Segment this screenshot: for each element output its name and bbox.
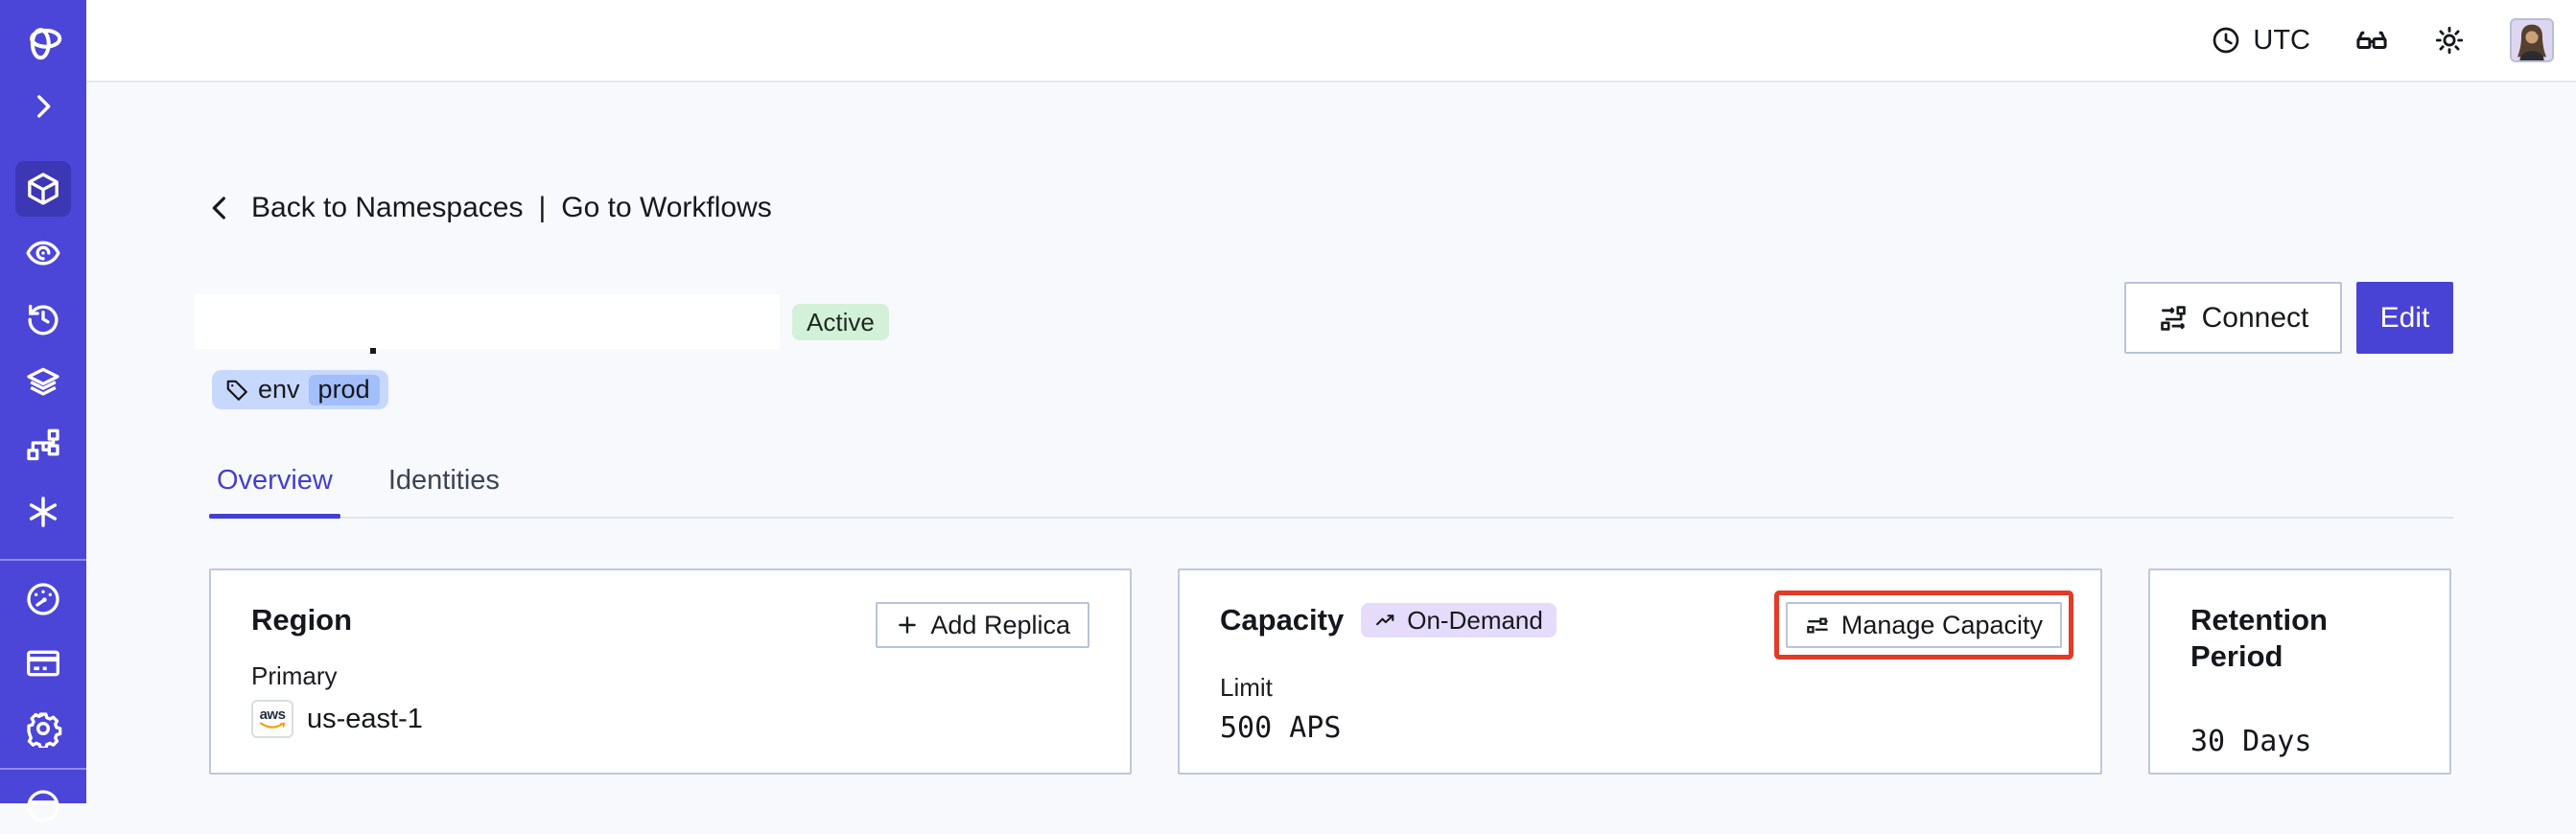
- settings-gear-icon: [24, 709, 62, 748]
- redaction-artifact-dot: [370, 348, 376, 354]
- chevron-right-icon: [27, 90, 59, 123]
- back-label: Back to Namespaces: [251, 192, 524, 223]
- sidebar-item-batch[interactable]: [15, 417, 71, 473]
- temporal-logo-icon: [21, 19, 65, 63]
- on-demand-badge: On-Demand: [1361, 603, 1557, 637]
- action-highlight-box: Manage Capacity: [1773, 591, 2073, 660]
- back-to-namespaces-link[interactable]: Back to Namespaces: [205, 192, 523, 224]
- tag-value: prod: [308, 374, 380, 405]
- tag-icon: [224, 378, 249, 403]
- clock-icon: [2211, 25, 2241, 56]
- sidebar: [0, 0, 86, 822]
- sidebar-divider: [0, 559, 86, 561]
- timezone-label: UTC: [2253, 24, 2310, 56]
- tabs: Overview Identities: [209, 459, 2453, 519]
- tab-identities[interactable]: Identities: [387, 465, 500, 496]
- capacity-card-title: Capacity: [1220, 603, 1345, 637]
- breadcrumb: Back to Namespaces | Go to Workflows: [205, 192, 772, 224]
- namespace-name-redacted: [195, 294, 780, 349]
- circle-icon: [24, 787, 62, 825]
- go-to-workflows-link[interactable]: Go to Workflows: [561, 192, 772, 224]
- sidebar-item-logo[interactable]: [15, 13, 71, 69]
- sidebar-item-namespaces[interactable]: [15, 161, 71, 217]
- back-chevron-icon: [205, 193, 236, 223]
- nexus-asterisk-icon: [24, 493, 62, 531]
- sidebar-item-settings[interactable]: [15, 701, 71, 756]
- retention-card-title: Retention Period: [2190, 603, 2328, 673]
- workflows-label: Go to Workflows: [561, 192, 772, 223]
- theme-toggle-button[interactable]: [2433, 24, 2466, 57]
- connect-flow-icon: [2158, 303, 2189, 334]
- manage-capacity-button[interactable]: Manage Capacity: [1785, 602, 2062, 648]
- namespaces-cube-icon: [24, 170, 62, 208]
- usage-gauge-icon: [24, 580, 62, 618]
- glasses-icon: [2354, 23, 2389, 58]
- avatar[interactable]: [2510, 18, 2554, 62]
- sidebar-item-workflows[interactable]: [15, 225, 71, 281]
- region-card: Region Add Replica Primary aws: [209, 568, 1132, 775]
- sidebar-item-deployments[interactable]: [15, 355, 71, 410]
- edit-button[interactable]: Edit: [2356, 282, 2453, 354]
- namespace-tag: env prod: [212, 370, 388, 409]
- schedules-history-icon: [24, 299, 62, 337]
- sidebar-item-schedules[interactable]: [15, 290, 71, 346]
- sidebar-item-nexus[interactable]: [15, 484, 71, 540]
- sidebar-item-bottom[interactable]: [15, 778, 71, 834]
- status-badge: Active: [792, 304, 889, 340]
- billing-card-icon: [24, 644, 62, 683]
- retention-value: 30 Days: [2190, 725, 2312, 758]
- capacity-value: 500 APS: [1220, 711, 1342, 745]
- sidebar-item-expand[interactable]: [15, 79, 71, 134]
- sidebar-divider: [0, 768, 86, 770]
- feedback-button[interactable]: [2354, 23, 2389, 58]
- top-bar: UTC: [86, 0, 2576, 82]
- sliders-icon: [1805, 613, 1831, 638]
- on-demand-label: On-Demand: [1407, 605, 1543, 635]
- manage-capacity-label: Manage Capacity: [1840, 610, 2043, 639]
- cards-row: Region Add Replica Primary aws: [209, 568, 2451, 775]
- sidebar-item-usage[interactable]: [15, 571, 71, 627]
- connect-label: Connect: [2201, 301, 2309, 334]
- limit-label: Limit: [1220, 673, 1273, 702]
- edit-label: Edit: [2379, 301, 2430, 334]
- breadcrumb-separator: |: [538, 192, 547, 223]
- sun-icon: [2433, 24, 2466, 57]
- tab-overview[interactable]: Overview: [209, 459, 340, 519]
- add-replica-button[interactable]: Add Replica: [876, 602, 1089, 648]
- workflows-eye-icon: [24, 234, 62, 272]
- region-value: us-east-1: [307, 703, 423, 734]
- add-replica-label: Add Replica: [930, 610, 1070, 639]
- batch-branch-icon: [24, 426, 62, 464]
- deployments-layers-icon: [24, 363, 62, 402]
- connect-button[interactable]: Connect: [2124, 282, 2342, 354]
- aws-logo: aws: [251, 700, 293, 738]
- region-card-title: Region: [251, 603, 353, 637]
- capacity-card: Capacity On-Demand: [1178, 568, 2102, 775]
- trending-up-icon: [1374, 609, 1398, 633]
- timezone-button[interactable]: UTC: [2211, 25, 2310, 57]
- plus-icon: [895, 613, 920, 637]
- primary-label: Primary: [251, 661, 338, 690]
- retention-card: Retention Period 30 Days: [2148, 568, 2451, 775]
- sidebar-item-billing[interactable]: [15, 636, 71, 691]
- tag-key: env: [258, 375, 300, 404]
